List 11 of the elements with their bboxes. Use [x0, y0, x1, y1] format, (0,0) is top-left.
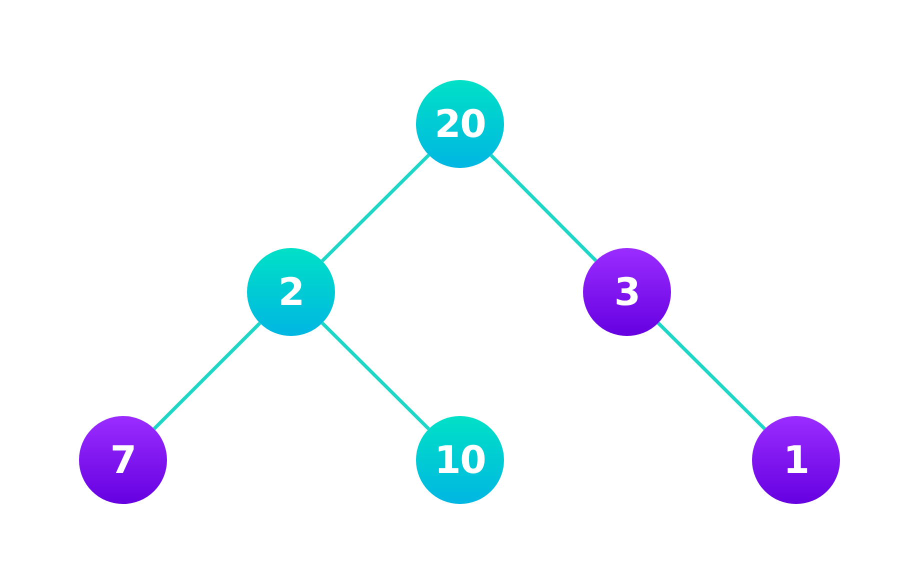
node-value: 20	[434, 102, 486, 146]
node-value: 10	[434, 438, 486, 482]
connector-line	[490, 154, 598, 262]
connector-line	[656, 322, 766, 430]
node-value: 2	[278, 270, 304, 314]
connector-line	[320, 322, 430, 430]
connector-line	[320, 154, 430, 262]
connector-line	[152, 322, 262, 430]
node-value: 3	[614, 270, 640, 314]
node-value: 1	[783, 438, 809, 482]
node-value: 7	[110, 438, 136, 482]
